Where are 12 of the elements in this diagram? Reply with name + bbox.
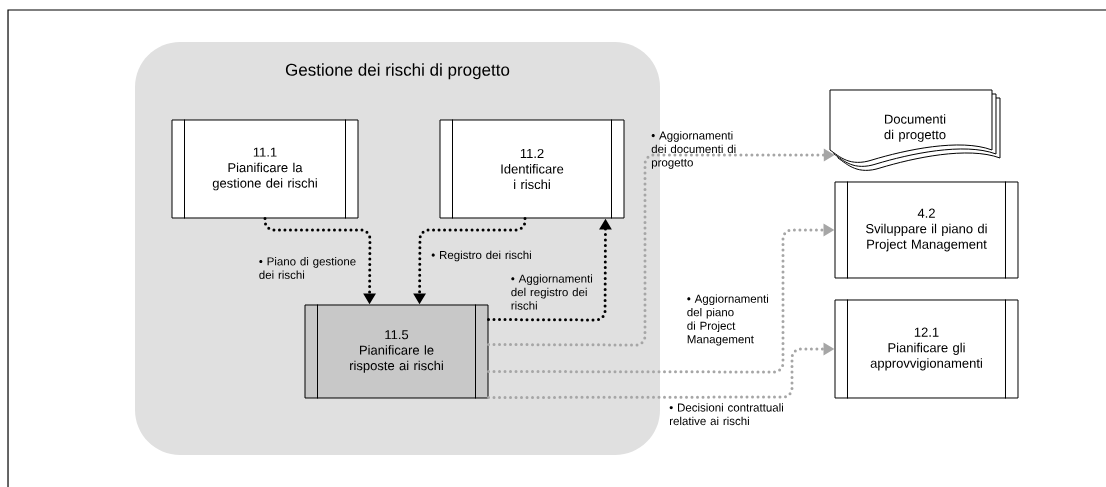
edge-label: • Aggiornamenti dei documenti di progetto: [651, 131, 736, 169]
document-stack: Documenti di progetto: [829, 89, 1001, 171]
edge-label: • Aggiornamenti del registro dei rischi: [511, 274, 592, 310]
process-box: 11.5 Pianificare le risposte ai rischi: [304, 304, 489, 399]
process-box: 4.2 Sviluppare il piano di Project Management: [834, 181, 1019, 279]
process-box: 12.1 Pianificare gli approvvigionamenti: [834, 299, 1019, 399]
edge-label: • Decisioni contrattuali relative ai rischi: [669, 403, 783, 426]
edge-label: • Registro dei rischi: [431, 250, 531, 262]
edge-label: • Piano di gestione dei rischi: [259, 257, 356, 279]
edge-label: • Aggiornamenti del piano di Project Management: [687, 294, 768, 346]
process-box: 11.1 Pianificare la gestione dei rischi: [171, 119, 359, 219]
process-box: 11.2 Identificare i rischi: [439, 119, 625, 219]
